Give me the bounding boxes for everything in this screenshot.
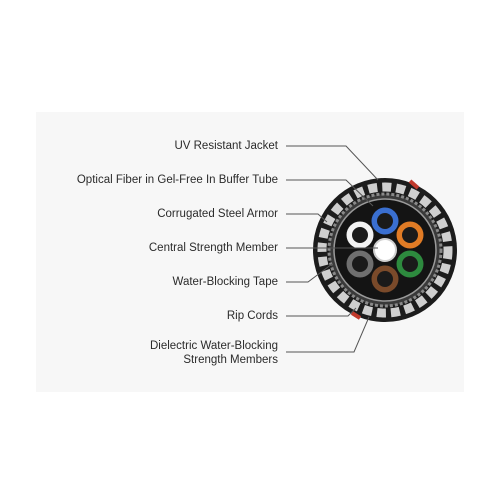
label-optical-fiber: Optical Fiber in Gel-Free In Buffer Tube — [76, 174, 278, 186]
label-steel-armor: Corrugated Steel Armor — [157, 208, 278, 220]
leader-lines — [286, 145, 379, 353]
buffer-tube-gray — [346, 250, 374, 278]
rip-cord-bottom — [350, 311, 362, 320]
rip-cord-top — [408, 179, 420, 190]
label-rip-cords: Rip Cords — [226, 310, 278, 322]
dielectric-strength-members — [317, 182, 453, 318]
leader-water-tape — [286, 263, 333, 283]
label-central-member: Central Strength Member — [148, 242, 278, 254]
leader-optical-fiber — [286, 179, 374, 207]
buffer-tube-white — [346, 221, 374, 249]
leader-dielectric — [286, 316, 370, 353]
buffer-tube-brown — [371, 265, 399, 293]
buffer-tube-orange — [396, 221, 424, 249]
buffer-tube-green — [396, 250, 424, 278]
label-dielectric-line1: Dielectric Water-Blocking — [149, 340, 278, 352]
leader-steel-armor — [286, 213, 328, 223]
leader-rip-cords — [286, 307, 357, 317]
leader-uv-jacket — [286, 145, 379, 181]
central-strength-member — [373, 238, 397, 262]
label-uv-jacket: UV Resistant Jacket — [174, 140, 278, 152]
buffer-tube-blue — [371, 207, 399, 235]
label-water-tape: Water-Blocking Tape — [172, 276, 278, 288]
label-dielectric-line2: Strength Members — [183, 354, 278, 366]
